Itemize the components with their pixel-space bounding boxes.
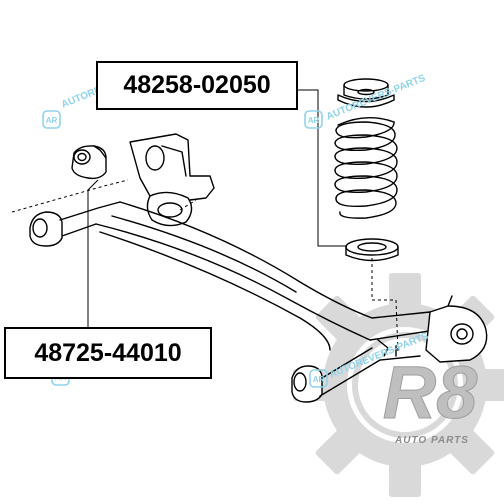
leader-line-top xyxy=(298,89,346,247)
part-number-top: 48258-02050 xyxy=(123,71,271,99)
coil-spring-icon xyxy=(334,117,398,219)
dashed-guide-left xyxy=(11,179,129,213)
r8-mark: R8 xyxy=(383,351,478,434)
rear-axle-beam-icon xyxy=(29,133,488,403)
spring-seat-icon xyxy=(337,78,395,108)
lower-spring-seat-icon xyxy=(345,238,399,262)
part-number-bottom: 48725-44010 xyxy=(34,338,182,367)
bushing-icon xyxy=(71,145,107,180)
leader-line-bottom xyxy=(87,179,99,327)
dashed-guide-spring xyxy=(371,258,399,353)
part-number-callout-top: 48258-02050 xyxy=(96,61,298,110)
part-number-callout-bottom: 48725-44010 xyxy=(4,327,212,379)
r8-tagline: AUTO PARTS xyxy=(394,435,469,446)
